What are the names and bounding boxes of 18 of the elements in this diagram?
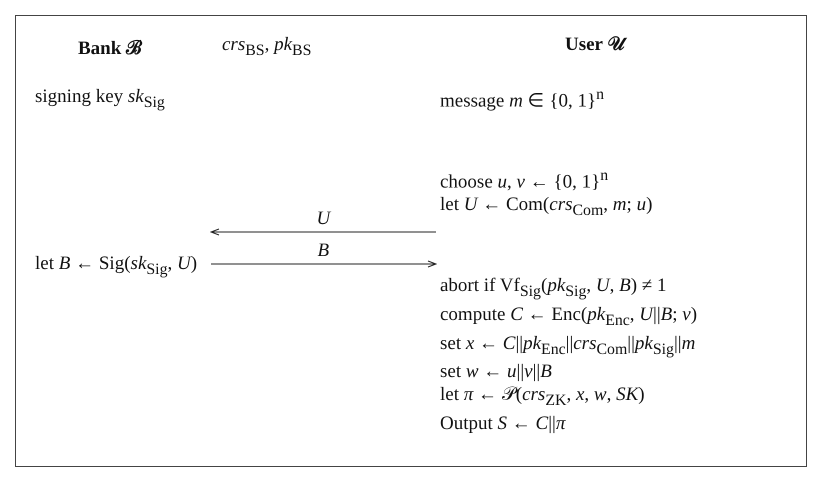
protocol-step: choose u, v ← {0, 1}$^{n}$ bbox=[440, 164, 608, 194]
message-arrow bbox=[210, 260, 436, 268]
edge-label: B bbox=[318, 240, 330, 262]
text-label: signing key sk$_{Sig}$ bbox=[35, 86, 165, 112]
message-arrow bbox=[210, 228, 436, 236]
protocol-step: set w ← u||v||B bbox=[440, 360, 552, 384]
protocol-step: Output S ← C||π bbox=[440, 412, 566, 436]
column-heading: User 𝒰 bbox=[565, 34, 624, 56]
protocol-step: let U ← Com(crs$_{Com}$, m; u) bbox=[440, 193, 652, 222]
protocol-step: abort if Vf$_{Sig}$(pk$_{Sig}$, U, B) ≠ 1 bbox=[440, 274, 666, 303]
edge-label: U bbox=[316, 208, 330, 230]
text-label: crs$_{BS}$, pk$_{BS}$ bbox=[222, 34, 312, 60]
protocol-step: compute C ← Enc(pk$_{Enc}$, U||B; v) bbox=[440, 302, 698, 332]
protocol-step: let B ← Sig(sk$_{Sig}$, U) bbox=[35, 252, 198, 281]
protocol-step: let π ← 𝒫(crs$_{ZK}$, x, w, SK) bbox=[440, 383, 645, 412]
column-heading: Bank ℬ bbox=[78, 37, 142, 60]
text-label: message m ∈ {0, 1}$^{n}$ bbox=[440, 86, 604, 112]
protocol-step: set x ← C||pk$_{Enc}$||crs$_{Com}$||pk$_{Sig}$||m bbox=[440, 332, 696, 360]
